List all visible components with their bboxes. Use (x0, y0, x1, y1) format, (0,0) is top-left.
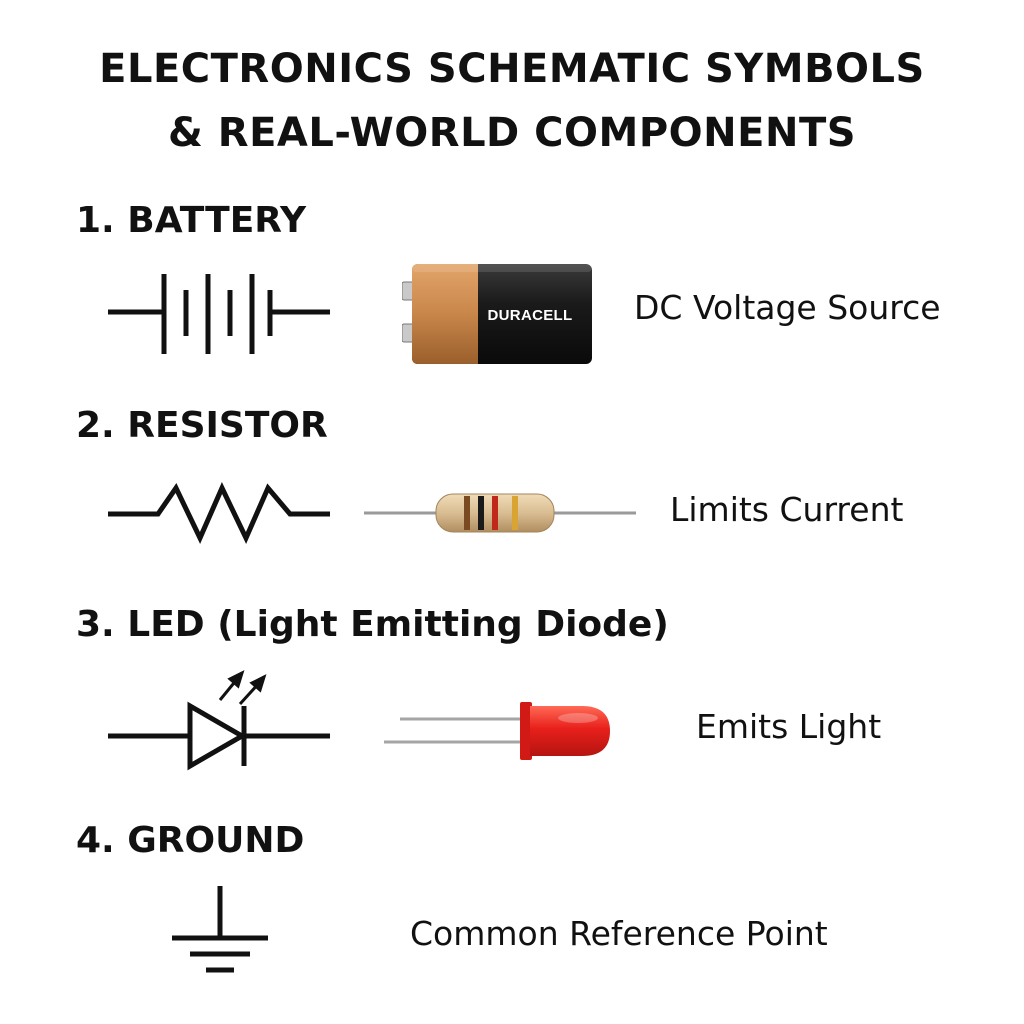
battery-heading: 1. BATTERY (76, 200, 307, 241)
resistor-heading: 2. RESISTOR (76, 405, 328, 446)
ground-symbol-icon (172, 886, 268, 973)
ground-heading: 4. GROUND (76, 820, 305, 861)
led-symbol-icon (108, 670, 330, 771)
resistor-description: Limits Current (670, 490, 904, 529)
page-title-line-2: & REAL-WORLD COMPONENTS (167, 110, 857, 156)
9v-battery-icon: DURACELL (402, 264, 592, 364)
led-description: Emits Light (696, 707, 882, 746)
battery-description: DC Voltage Source (634, 288, 941, 327)
battery-symbol-icon (108, 274, 330, 354)
battery-brand-label: DURACELL (488, 307, 573, 324)
led-heading: 3. LED (Light Emitting Diode) (76, 604, 669, 645)
resistor-symbol-icon (108, 482, 330, 544)
ground-description: Common Reference Point (410, 914, 828, 953)
page-title-line-1: ELECTRONICS SCHEMATIC SYMBOLS (99, 46, 925, 92)
resistor-component-icon (364, 493, 636, 533)
red-led-icon (384, 702, 610, 760)
